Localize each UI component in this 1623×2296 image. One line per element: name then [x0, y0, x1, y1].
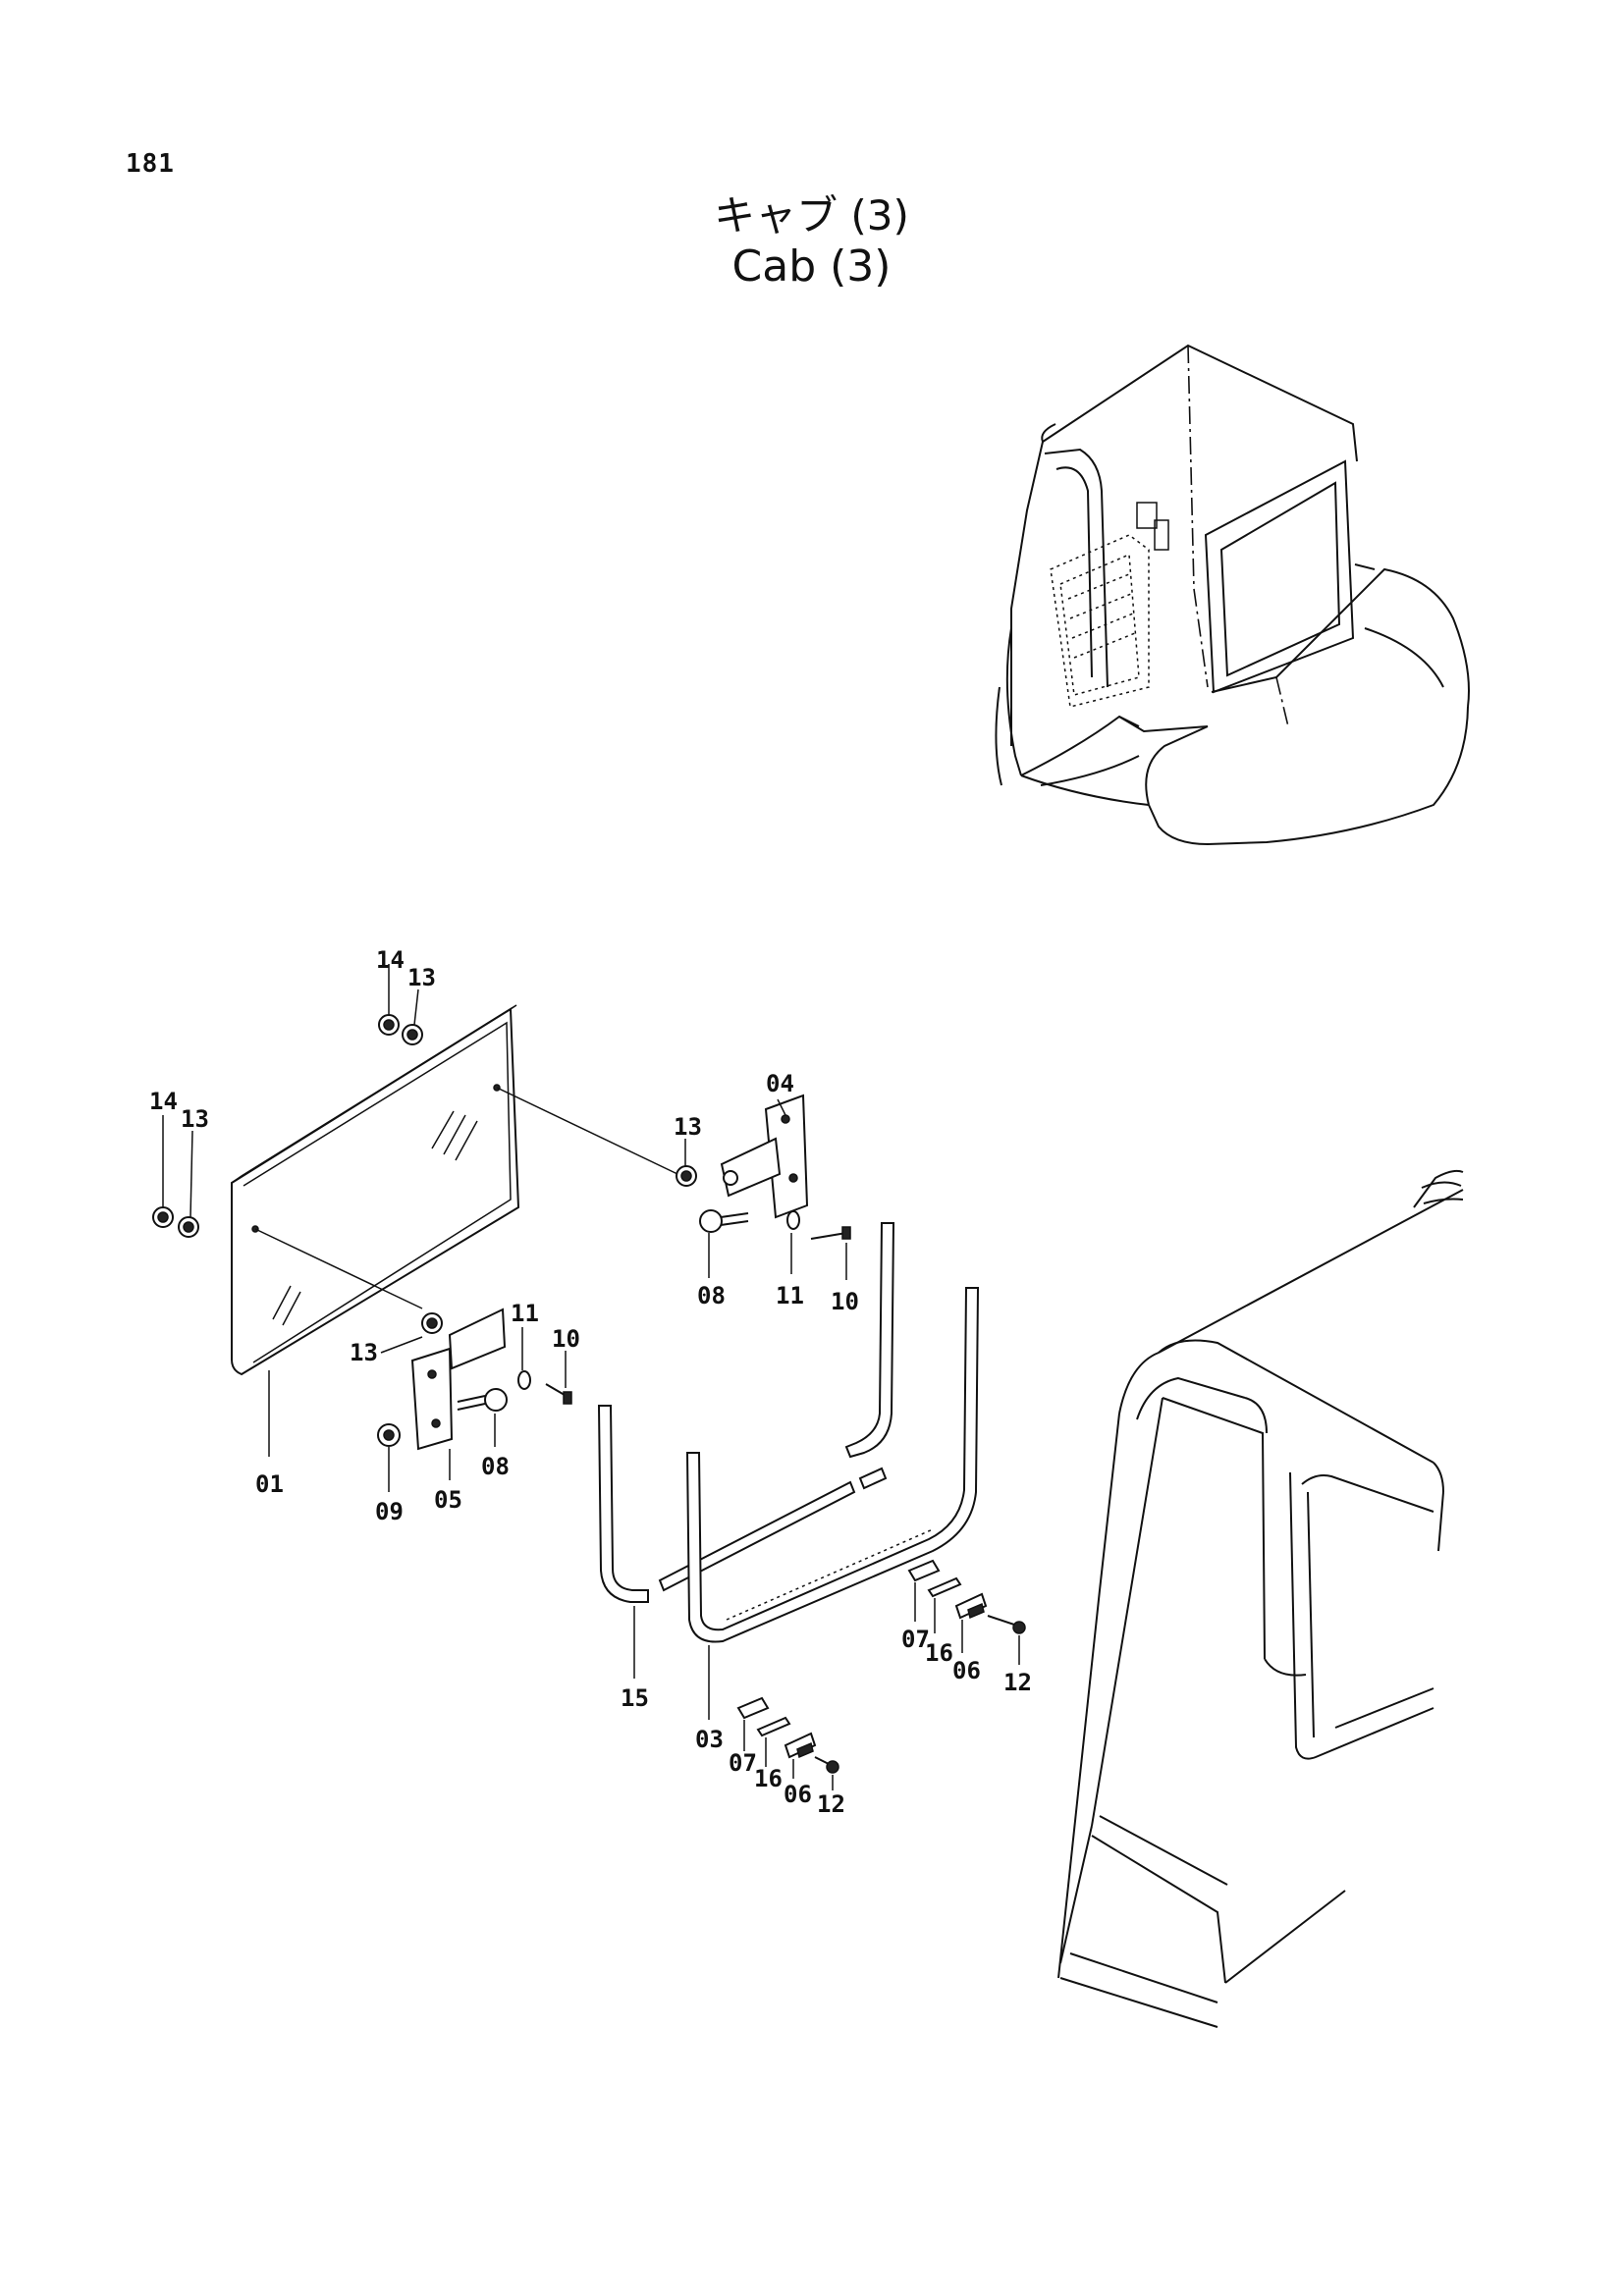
- glass-panel-01: [231, 1004, 520, 1376]
- nut-14-left: [152, 1206, 174, 1228]
- callout-05: 05: [434, 1486, 462, 1514]
- washer-13-bracket05: [421, 1312, 443, 1334]
- bolt-08-left: [457, 1388, 508, 1412]
- screw-10-right: [810, 1226, 851, 1240]
- callout-11-right: 11: [776, 1282, 804, 1309]
- washer-11-right: [786, 1210, 800, 1230]
- washer-13-left: [178, 1216, 199, 1238]
- callout-13-left: 13: [181, 1105, 209, 1133]
- callout-04: 04: [766, 1070, 794, 1097]
- callout-08-right: 08: [697, 1282, 726, 1309]
- page-title-japanese: キャブ (3): [714, 191, 909, 240]
- clip-07-lower: [736, 1696, 770, 1720]
- callout-09: 09: [375, 1498, 404, 1525]
- projection-line-upper: [496, 1087, 678, 1175]
- screw-10-left: [545, 1383, 572, 1405]
- callout-07-right: 07: [901, 1626, 930, 1653]
- callout-13-lower: 13: [350, 1339, 378, 1366]
- cab-body-illustration: [1057, 1169, 1464, 2028]
- callout-10-right: 10: [831, 1288, 859, 1315]
- clip-07-right: [907, 1559, 941, 1582]
- bracket-05: [410, 1308, 507, 1451]
- callout-12-right: 12: [1003, 1669, 1032, 1696]
- bracket-04: [720, 1094, 809, 1219]
- callout-01: 01: [255, 1470, 284, 1498]
- callout-06-lower: 06: [784, 1781, 812, 1808]
- callout-16-right: 16: [925, 1639, 953, 1667]
- callout-15: 15: [621, 1684, 649, 1712]
- screw-12-right: [987, 1615, 1026, 1634]
- nut-09: [377, 1423, 401, 1447]
- callout-13-upper: 13: [407, 964, 436, 991]
- callout-14-upper: 14: [376, 946, 405, 974]
- weatherstrip-03: [685, 1287, 980, 1643]
- projection-line-lower: [254, 1228, 423, 1309]
- callout-10-left: 10: [552, 1325, 580, 1353]
- screw-12-lower: [814, 1756, 839, 1774]
- spacer-16-right: [927, 1576, 962, 1598]
- page-number: 181: [126, 149, 175, 179]
- spacer-16-lower: [756, 1716, 791, 1737]
- callout-03: 03: [695, 1726, 724, 1753]
- callout-07-lower: 07: [729, 1749, 757, 1777]
- callout-11-left: 11: [511, 1300, 539, 1327]
- weatherstrip-15: [597, 1222, 895, 1603]
- washer-13-bracket04: [676, 1165, 697, 1187]
- callout-08-left: 08: [481, 1453, 510, 1480]
- nut-14-upper: [378, 1014, 400, 1036]
- page-title-english: Cab (3): [731, 241, 892, 292]
- callout-16-lower: 16: [754, 1765, 783, 1792]
- washer-11-left: [517, 1370, 531, 1390]
- retainer-06-right: [954, 1592, 988, 1620]
- bolt-08-right: [699, 1209, 749, 1233]
- retainer-06-lower: [784, 1732, 817, 1759]
- callout-12-lower: 12: [817, 1790, 845, 1818]
- callout-labels: 14 13 14 13 04 13 08 11 10 13 11 10 01 0…: [149, 946, 1032, 1818]
- washer-13-upper: [402, 1024, 423, 1045]
- callout-06-right: 06: [952, 1657, 981, 1684]
- callout-14-left: 14: [149, 1088, 178, 1115]
- cab-overview-illustration: [995, 344, 1470, 845]
- callout-13-right: 13: [674, 1113, 702, 1141]
- leader-lines: [162, 964, 1020, 1790]
